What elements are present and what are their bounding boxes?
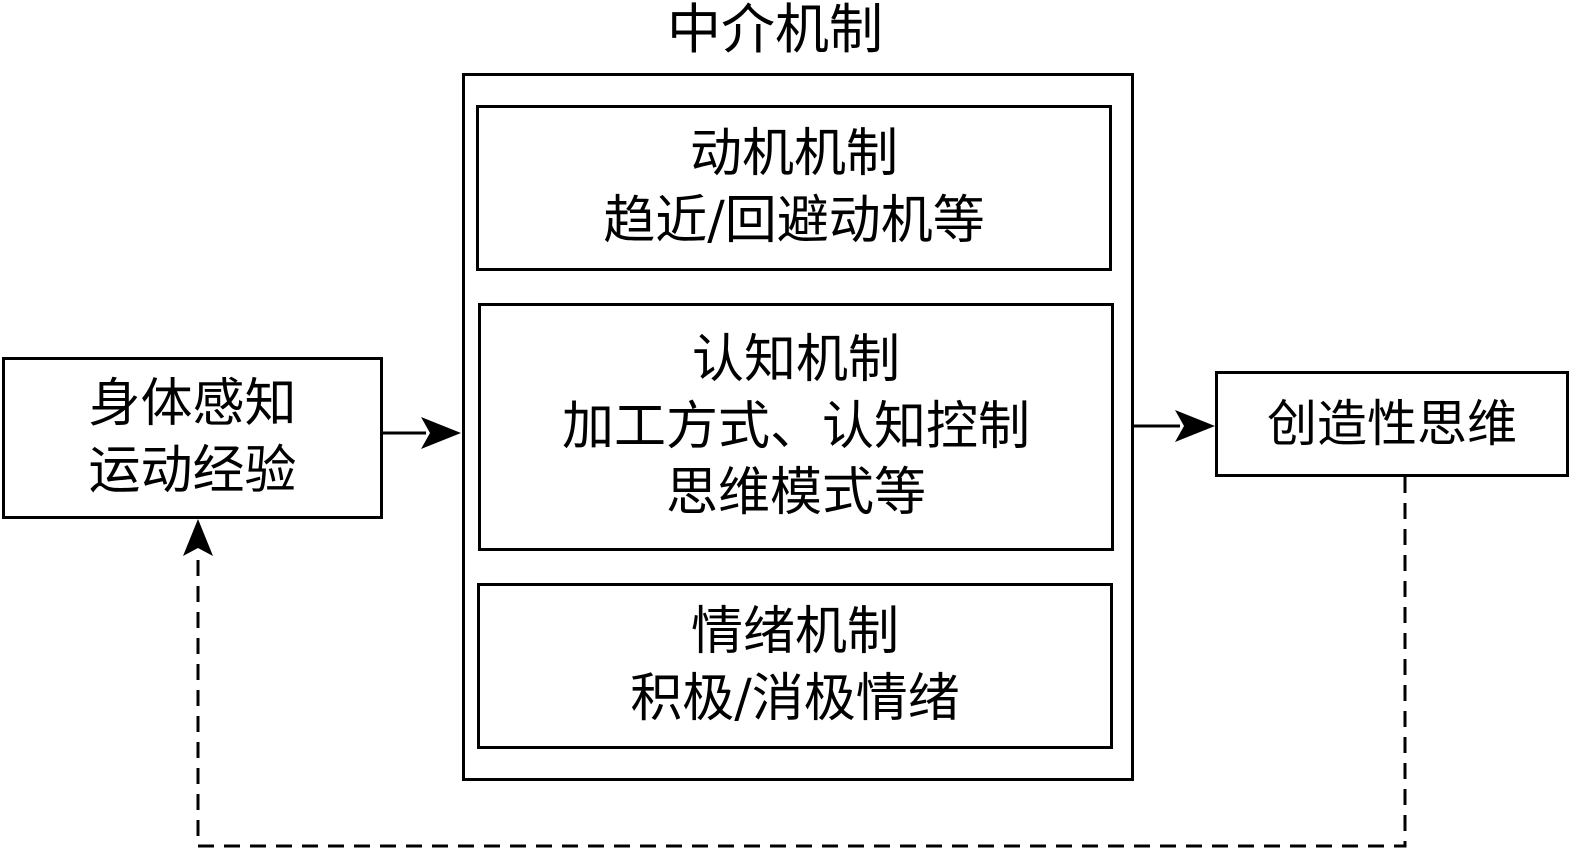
mediator-title: 中介机制 [667,0,883,61]
input-line-1: 身体感知 [88,374,297,435]
feedback-dashed-loop [183,477,1407,848]
cognition-detail-2: 思维模式等 [665,463,926,524]
motivation-mechanism-box: 动机机制 趋近/回避动机等 [476,105,1112,271]
cognition-mechanism-box: 认知机制 加工方式、认知控制 思维模式等 [478,303,1114,551]
output-box: 创造性思维 [1215,371,1569,477]
emotion-detail: 积极/消极情绪 [630,669,960,729]
input-box: 身体感知 运动经验 [2,357,383,519]
cognition-detail-1: 加工方式、认知控制 [561,396,1030,457]
input-line-2: 运动经验 [88,441,297,501]
cognition-title: 认知机制 [691,330,900,391]
emotion-mechanism-box: 情绪机制 积极/消极情绪 [477,583,1113,749]
output-label: 创造性思维 [1267,395,1517,453]
motivation-title: 动机机制 [689,124,898,185]
motivation-detail: 趋近/回避动机等 [603,191,985,251]
arrow-input-to-mediator [383,417,461,449]
emotion-title: 情绪机制 [690,602,899,663]
arrow-mediator-to-output [1134,410,1215,442]
